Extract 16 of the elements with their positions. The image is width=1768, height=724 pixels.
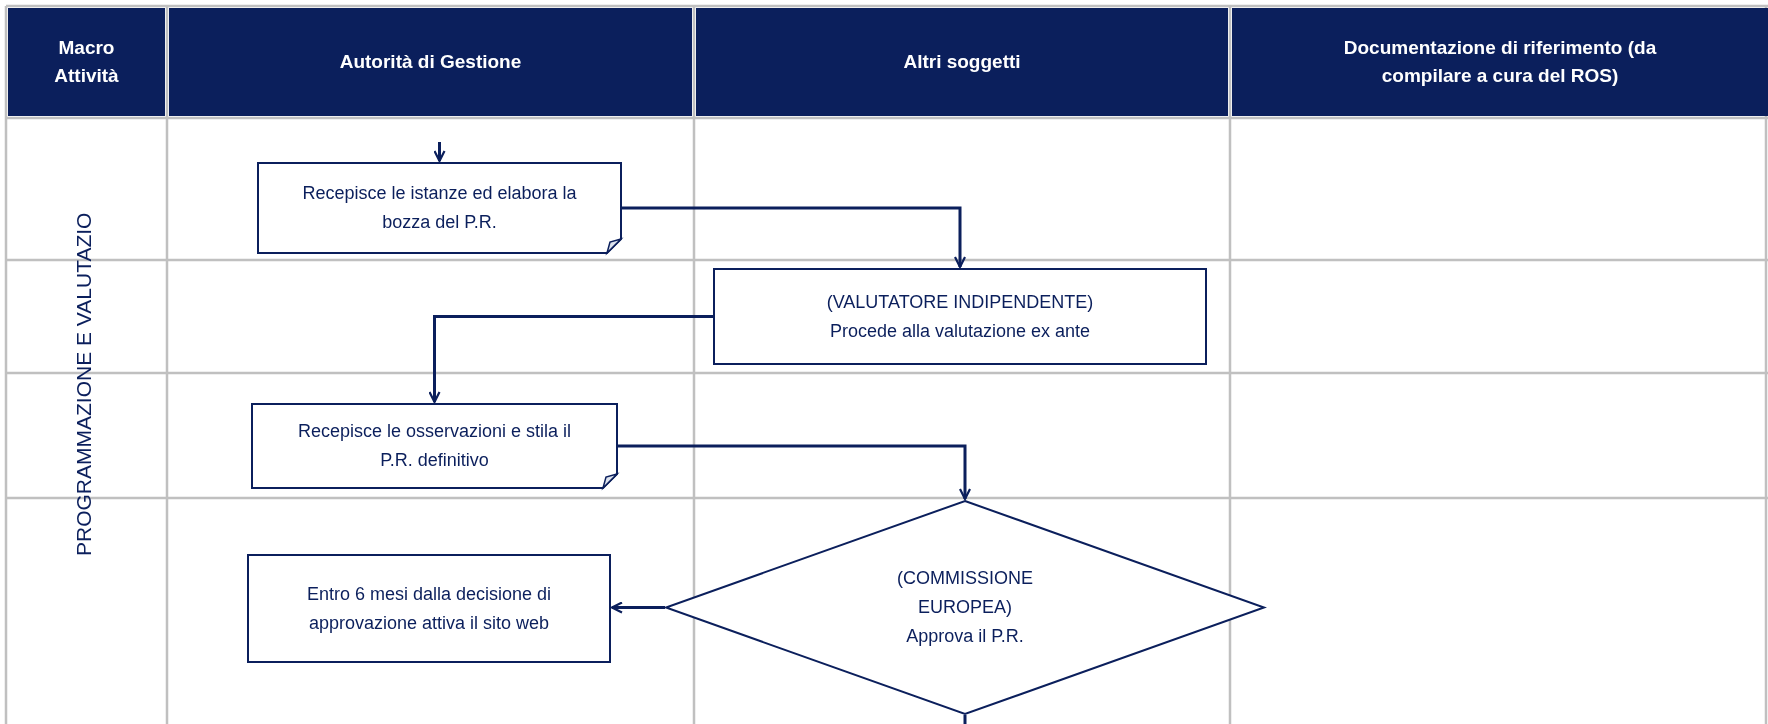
connector-line xyxy=(963,715,967,724)
arrow xyxy=(433,142,446,163)
column-header: Macro Attività xyxy=(8,8,165,116)
document-box: Recepisce le osservazioni e stila il P.R. definitivo xyxy=(251,403,618,489)
column-header: Documentazione di riferimento (da compilare a cura del ROS) xyxy=(1232,8,1768,116)
document-box: Recepisce le istanze ed elabora la bozza del P.R. xyxy=(257,162,622,254)
arrow xyxy=(622,206,967,269)
process-box: Entro 6 mesi dalla decisione di approvazione attiva il sito web xyxy=(247,554,611,663)
column-header: Autorità di Gestione xyxy=(169,8,692,116)
arrow xyxy=(618,444,972,501)
arrow xyxy=(610,601,665,614)
decision-diamond: (COMMISSIONE EUROPEA) Approva il P.R. xyxy=(665,500,1265,715)
process-box: (VALUTATORE INDIPENDENTE) Procede alla valutazione ex ante xyxy=(713,268,1207,365)
arrow xyxy=(428,315,713,404)
column-header: Altri soggetti xyxy=(696,8,1228,116)
row-heading: PROGRAMMAZIONE E VALUTAZIO xyxy=(72,212,96,556)
